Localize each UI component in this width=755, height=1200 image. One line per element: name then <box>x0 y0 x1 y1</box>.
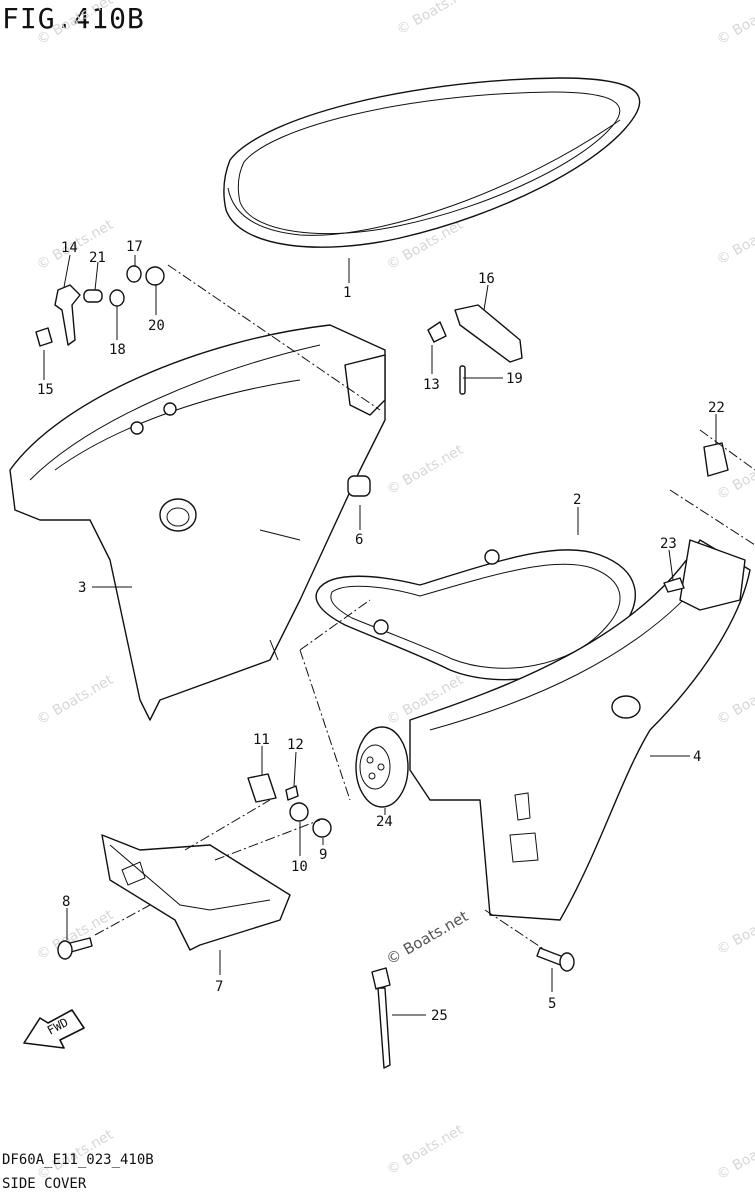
watermark: © Boats.net <box>384 1122 466 1179</box>
callout-8: 8 <box>62 894 70 910</box>
callout-13: 13 <box>423 377 440 393</box>
watermark: © Boats.net <box>34 672 116 729</box>
callout-6: 6 <box>355 532 363 548</box>
watermark-prominent: © Boats.net <box>383 907 471 968</box>
part-4-side-cover <box>409 539 751 921</box>
part-24-grommet <box>355 726 409 808</box>
callout-19: 19 <box>506 371 523 387</box>
drawing-code: DF60A_E11_023_410B <box>2 1152 154 1168</box>
callout-23: 23 <box>660 536 677 552</box>
callout-14: 14 <box>61 240 78 256</box>
callouts: 1 2 3 4 5 6 7 8 9 10 11 12 13 14 15 16 1… <box>37 239 725 1024</box>
callout-17: 17 <box>126 239 143 255</box>
part-7-lower-cover <box>101 834 291 951</box>
assembly-lines <box>94 264 755 951</box>
fwd-arrow: FWD <box>23 1009 85 1049</box>
callout-22: 22 <box>708 400 725 416</box>
part-1-seal <box>223 77 641 248</box>
callout-7: 7 <box>215 979 223 995</box>
callout-16: 16 <box>478 271 495 287</box>
watermark: © Boats.net <box>714 902 755 959</box>
watermark: © Boats.net <box>34 0 116 48</box>
figure-title: FIG.410B <box>2 2 145 35</box>
callout-20: 20 <box>148 318 165 334</box>
callout-15: 15 <box>37 382 54 398</box>
callout-24: 24 <box>376 814 393 830</box>
small-parts <box>35 265 729 1069</box>
watermark: © Boats.net <box>384 442 466 499</box>
callout-5: 5 <box>548 996 556 1012</box>
watermark: © Boats.net <box>714 212 755 269</box>
callout-4: 4 <box>693 749 701 765</box>
callout-12: 12 <box>287 737 304 753</box>
callout-1: 1 <box>343 285 351 301</box>
callout-9: 9 <box>319 847 327 863</box>
watermark: © Boats.net <box>714 1127 755 1184</box>
callout-25: 25 <box>431 1008 448 1024</box>
callout-10: 10 <box>291 859 308 875</box>
watermark: © Boats.net <box>394 0 476 38</box>
callout-11: 11 <box>253 732 270 748</box>
callout-2: 2 <box>573 492 581 508</box>
part-3-side-cover <box>9 324 386 721</box>
callout-18: 18 <box>109 342 126 358</box>
watermark: © Boats.net <box>34 907 116 964</box>
callout-3: 3 <box>78 580 86 596</box>
watermark: © Boats.net <box>714 672 755 729</box>
watermark: © Boats.net <box>714 0 755 48</box>
leader-lines <box>43 254 717 1016</box>
callout-21: 21 <box>89 250 106 266</box>
diagram-caption: SIDE COVER <box>2 1176 87 1192</box>
